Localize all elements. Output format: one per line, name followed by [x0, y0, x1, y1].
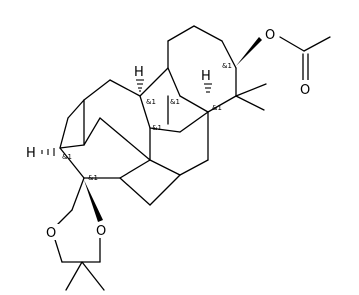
stereo-label-c3: &1	[222, 62, 232, 70]
atom-o-acetate: O	[265, 28, 275, 43]
hash-bond-top	[136, 79, 144, 92]
stereo-label-c9: &1	[146, 98, 156, 106]
ring-a-bonds	[167, 25, 237, 113]
stereo-labels: &1 &1 &1 &1 &1 &1 &1	[62, 62, 232, 182]
stereo-label-c10: &1	[170, 98, 180, 106]
stereo-label-c13: &1	[62, 153, 72, 161]
atom-o-ring-left: O	[46, 226, 56, 241]
stereo-label-c8: &1	[152, 124, 162, 132]
ring-o-wedge-bond	[84, 180, 103, 222]
stereo-label-c16: &1	[88, 174, 98, 182]
ring-c-bonds	[59, 79, 181, 206]
atom-h-left: H	[26, 146, 36, 161]
stereo-label-c5: &1	[212, 104, 222, 112]
acetate-wedge-bond	[236, 37, 262, 66]
atom-h-top: H	[134, 65, 144, 80]
ring-b-bonds	[139, 67, 209, 176]
acetate-group	[236, 36, 331, 81]
atom-o-ring-right: O	[96, 224, 106, 239]
hash-bond-left	[41, 148, 55, 156]
gem-dimethyl-right	[235, 83, 267, 111]
atom-h-right: H	[201, 69, 211, 84]
hash-bond-right	[204, 83, 212, 93]
atom-o-carbonyl: O	[300, 83, 310, 98]
